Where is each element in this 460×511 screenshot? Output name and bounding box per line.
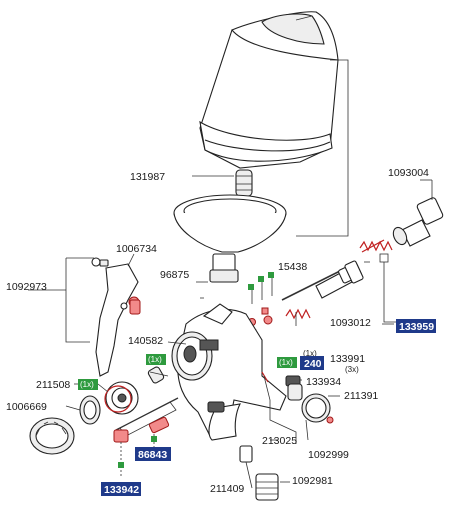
svg-text:133942: 133942: [104, 484, 139, 496]
badge-240: 240: [300, 356, 324, 370]
label-1093004: 1093004: [388, 167, 429, 179]
label-1092981: 1092981: [292, 475, 333, 487]
nipple-140582: [147, 366, 165, 384]
label-211508: 211508: [36, 379, 70, 391]
air-valve-knob: [392, 197, 444, 247]
svg-text:(1x): (1x): [80, 380, 94, 389]
label-140582: 140582: [128, 335, 163, 347]
badge-green-211508: (1x): [78, 379, 98, 390]
label-133991: 133991: [330, 353, 365, 365]
label-131987: 131987: [130, 171, 165, 183]
marker-15438-1: [248, 284, 254, 290]
fluid-fitting-133942: [113, 429, 129, 443]
marker-86843: [151, 436, 157, 442]
air-cap: [79, 381, 139, 425]
paint-cup: [199, 11, 339, 169]
svg-text:(1x): (1x): [279, 358, 293, 367]
badge-133959: 133959: [396, 319, 436, 333]
fluid-needle: [281, 260, 364, 301]
svg-text:240: 240: [304, 358, 322, 370]
label-213025: 213025: [262, 435, 297, 447]
badge-green-240: (1x): [277, 357, 297, 368]
badge-86843: 86843: [135, 447, 171, 461]
label-133991-qty: (3x): [345, 365, 359, 374]
cup-bracket: [296, 59, 349, 237]
label-240-qty: (1x): [303, 349, 317, 358]
air-connector-1092981: [255, 473, 279, 501]
badge-133942: 133942: [101, 482, 141, 496]
valve-bracket: [263, 375, 297, 444]
label-1006734: 1006734: [116, 243, 157, 255]
screw-211391: [326, 416, 334, 424]
needle-spring: [359, 239, 393, 253]
valve-133934: [261, 371, 303, 401]
label-211391: 211391: [344, 390, 378, 402]
label-1092999: 1092999: [308, 449, 349, 461]
o-ring-211508: [104, 385, 132, 413]
badge-green-body: (1x): [146, 354, 166, 365]
marker-15438-2: [258, 276, 264, 282]
seal-3: [261, 307, 269, 315]
svg-text:(1x): (1x): [148, 355, 162, 364]
gun-body: [171, 303, 287, 441]
label-133934: 133934: [306, 376, 341, 388]
hose-connector-211409: [239, 445, 253, 463]
seal-1: [263, 315, 273, 325]
trigger-screw: [91, 257, 109, 267]
svg-text:133959: 133959: [399, 321, 434, 333]
cup-lid: [173, 194, 287, 283]
label-1092973: 1092973: [6, 281, 47, 293]
label-96875: 96875: [160, 269, 189, 281]
retaining-ring: [29, 417, 75, 455]
label-15438: 15438: [278, 261, 307, 273]
air-spring: [285, 308, 311, 320]
label-1006669: 1006669: [6, 401, 47, 413]
label-1093012: 1093012: [330, 317, 371, 329]
trigger-bracket: [65, 257, 94, 343]
fluid-fitting-86843: [148, 416, 170, 434]
cup-filter: [235, 169, 253, 197]
svg-text:86843: 86843: [138, 449, 167, 461]
needle-bracket: [383, 258, 396, 323]
trigger: [95, 263, 141, 377]
marker-15438-3: [268, 272, 274, 278]
marker-133942: [118, 462, 124, 468]
adjust-knob-1092999: [301, 393, 331, 423]
label-211409: 211409: [210, 483, 244, 495]
